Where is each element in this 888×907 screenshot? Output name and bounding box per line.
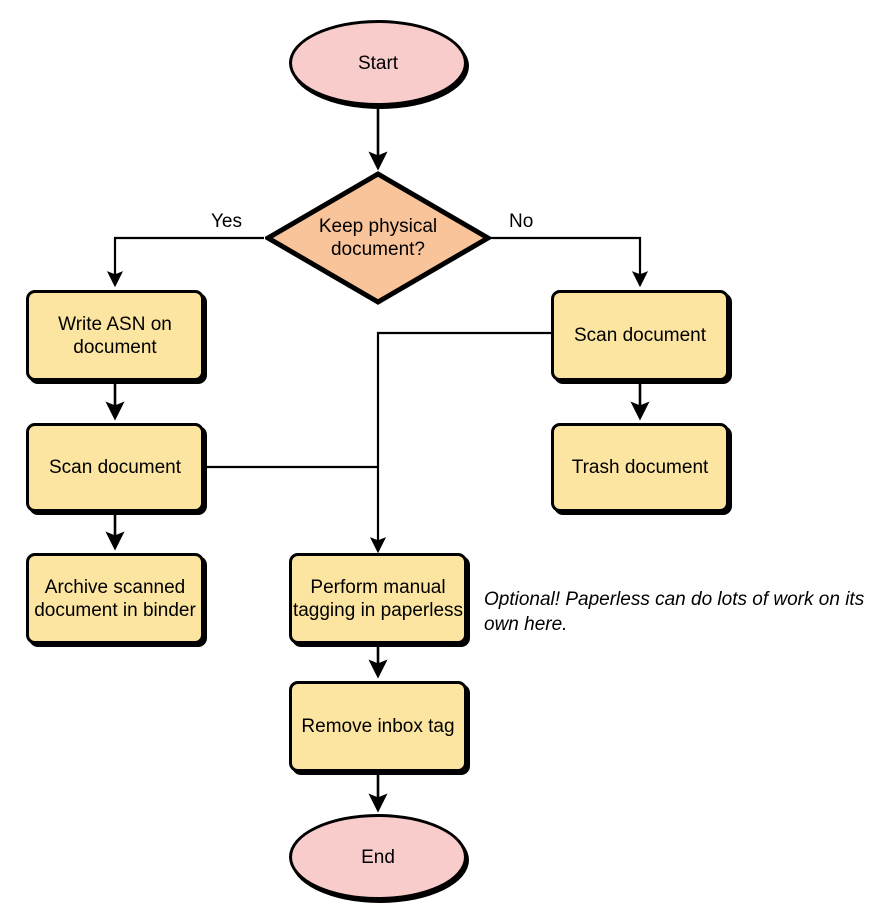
node-scan-document-right-label: Scan document [573,325,707,346]
node-start-label: Start [357,52,399,74]
edge-label-no: No [509,211,534,232]
node-scan-document-left[interactable]: Scan document [26,423,204,512]
node-end-label: End [361,846,395,868]
node-scan-document-right[interactable]: Scan document [551,290,729,381]
edge-decision-to-scanright [491,236,649,288]
node-write-asn-on-document[interactable]: Write ASN on document [26,290,204,381]
node-write-asn-label: Write ASN on document [58,313,172,358]
node-start[interactable]: Start [289,20,467,106]
edge-decision-to-writeasn [106,236,264,288]
node-decision-label: Keep physical document? [318,216,438,260]
node-remove-inbox-tag[interactable]: Remove inbox tag [289,681,467,772]
edge-label-yes: Yes [211,211,242,232]
node-perform-manual-tagging-in-paperless[interactable]: Perform manual tagging in paperless [289,553,467,644]
node-remove-inbox-tag-label: Remove inbox tag [301,716,455,737]
node-end[interactable]: End [289,814,467,900]
annotation-optional-note: Optional! Paperless can do lots of work … [484,589,865,635]
node-decision-keep-physical-document[interactable]: Keep physical document? [265,171,491,305]
decision-diamond-shape [265,171,491,305]
edge-scanright-to-tagging [369,331,551,554]
node-archive-scanned-document-in-binder[interactable]: Archive scanned document in binder [26,553,204,644]
node-scan-document-left-label: Scan document [48,457,182,478]
node-archive-label: Archive scanned document in binder [34,576,196,621]
node-tagging-label: Perform manual tagging in paperless [292,576,464,621]
node-trash-document-label: Trash document [571,457,709,478]
node-trash-document[interactable]: Trash document [551,423,729,512]
